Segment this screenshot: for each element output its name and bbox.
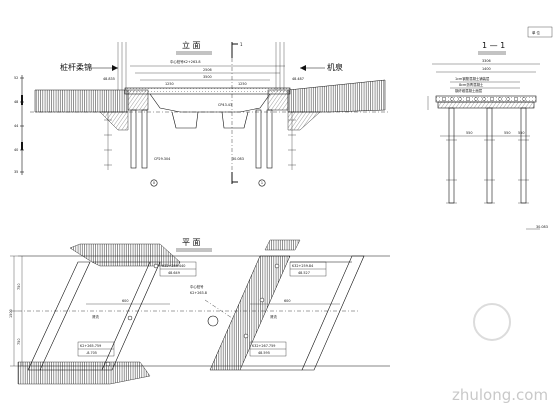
right-vertical-dim-chain bbox=[288, 112, 296, 170]
annotation-columns bbox=[117, 42, 285, 90]
top-chainage: 中心桩号K2+263.8 bbox=[170, 59, 201, 64]
watermark: zhulong.com bbox=[452, 303, 548, 404]
plan-mid-dim-right: 600 bbox=[284, 299, 290, 303]
deck-soffit bbox=[149, 93, 271, 113]
pier-label-1: 1 bbox=[261, 181, 263, 185]
plan-title: 平 面 bbox=[182, 238, 201, 247]
station-box-right-bottom: K32+267.759 48.595 bbox=[249, 341, 287, 357]
section-span-1: 550 bbox=[466, 131, 472, 135]
scale-mark-44: 44 bbox=[14, 124, 18, 128]
left-base-elev: CP29.304 bbox=[154, 157, 170, 161]
dim-left-span: 1250 bbox=[165, 82, 174, 86]
pier-label-0: 0 bbox=[153, 181, 155, 185]
plan-left-wing-bottom bbox=[17, 361, 151, 385]
left-abutment bbox=[127, 89, 149, 111]
plan-right-bank-top bbox=[264, 239, 301, 251]
right-top-station: K32+259.84 bbox=[292, 264, 313, 268]
left-elev-top: 48.835 bbox=[103, 77, 115, 81]
section-span-2: 550 bbox=[504, 131, 510, 135]
left-slope bbox=[99, 111, 129, 131]
station-box-left-top: K32+259.440 48.649 bbox=[159, 261, 197, 277]
deck-surface-hatch bbox=[125, 88, 290, 94]
section-view: 1 — 1 单 位 3306 1400 1cm钢筋混凝土铺装层 8cm沥青混凝土… bbox=[427, 26, 553, 230]
deck-note-1: 1cm钢筋混凝土铺装层 bbox=[455, 76, 490, 81]
plan-mid-dim-left: 600 bbox=[122, 299, 128, 303]
section-dim-mid: 1400 bbox=[482, 67, 491, 71]
left-bottom-station: K2+265.759 bbox=[80, 344, 101, 348]
plan-side-dim-bottom: 750 bbox=[17, 339, 21, 345]
plan-right-flow: 清流 bbox=[270, 314, 277, 319]
plan-side-dim: 1500 bbox=[9, 309, 13, 318]
right-bottom-station: K32+267.759 bbox=[252, 344, 275, 348]
right-embankment bbox=[287, 79, 386, 113]
scale-mark-48: 48 bbox=[14, 100, 18, 104]
left-vertical-dim-chain bbox=[104, 112, 112, 170]
elevation-piles bbox=[130, 109, 273, 169]
section-base-elev: 30.083 bbox=[536, 225, 548, 229]
section-dim-top: 3306 bbox=[482, 59, 491, 63]
section-cut-marker: 1 bbox=[231, 42, 243, 184]
left-top-elev: 48.649 bbox=[168, 271, 180, 275]
plan-right-skew-edge bbox=[301, 255, 365, 371]
plan-left-bank bbox=[69, 243, 181, 267]
left-top-station: K32+259.440 bbox=[162, 264, 185, 268]
section-title: 1 — 1 bbox=[482, 41, 505, 50]
dim-overall: 2506 bbox=[203, 68, 212, 72]
section-cut-number: 1 bbox=[240, 42, 243, 47]
plan-left-skew-edge bbox=[27, 261, 91, 371]
elevation-title: 立 面 bbox=[182, 40, 201, 50]
watermark-text: zhulong.com bbox=[452, 386, 548, 404]
station-box-left-bottom: K2+265.759 -8.705 bbox=[77, 341, 115, 357]
elevation-view: 立 面 1 桩杆柔锦 机泉 中心桩号K2+263.8 2506 3500 125… bbox=[14, 40, 390, 187]
elevation-scale-ruler: 52 48 44 40 35 bbox=[14, 75, 24, 175]
right-abutment-label: 机泉 bbox=[327, 62, 343, 72]
station-box-right-top: K32+259.84 48.527 bbox=[289, 261, 327, 277]
plan-center-label: 中心桩号 bbox=[190, 284, 204, 289]
plan-left-abutment bbox=[101, 261, 161, 371]
scale-mark-35: 35 bbox=[14, 170, 18, 174]
right-abutment bbox=[267, 89, 289, 111]
dim-bearing: 3500 bbox=[203, 75, 212, 79]
section-piles bbox=[446, 107, 529, 204]
left-bottom-elev: -8.705 bbox=[86, 351, 97, 355]
section-deck-voids bbox=[442, 97, 526, 101]
center-elev: CP43.43 bbox=[218, 103, 232, 107]
plan-side-dim-top: 750 bbox=[17, 284, 21, 290]
plan-left-flow: 清流 bbox=[92, 314, 99, 319]
plan-view: 平 面 1500 750 750 bbox=[9, 238, 390, 385]
plan-pile-markers bbox=[105, 263, 280, 367]
left-abutment-label: 桩杆柔锦 bbox=[60, 62, 92, 72]
right-bottom-elev: 48.595 bbox=[258, 351, 270, 355]
plan-center-chainage: K2+263.8 bbox=[190, 291, 207, 295]
right-elev-top: 48.487 bbox=[292, 77, 304, 81]
deck-note-2: 8cm沥青混凝土 bbox=[459, 82, 484, 87]
right-slope bbox=[287, 111, 321, 131]
dim-right-span: 1250 bbox=[238, 82, 247, 86]
scale-mark-52: 52 bbox=[14, 76, 18, 80]
right-base-elev: 30.083 bbox=[232, 157, 244, 161]
left-embankment bbox=[34, 89, 129, 113]
unit-note: 单 位 bbox=[532, 30, 540, 35]
right-top-elev: 48.527 bbox=[298, 271, 310, 275]
deck-note-3: 钢纤维混凝土面层 bbox=[455, 88, 483, 93]
scale-mark-40: 40 bbox=[14, 148, 18, 152]
